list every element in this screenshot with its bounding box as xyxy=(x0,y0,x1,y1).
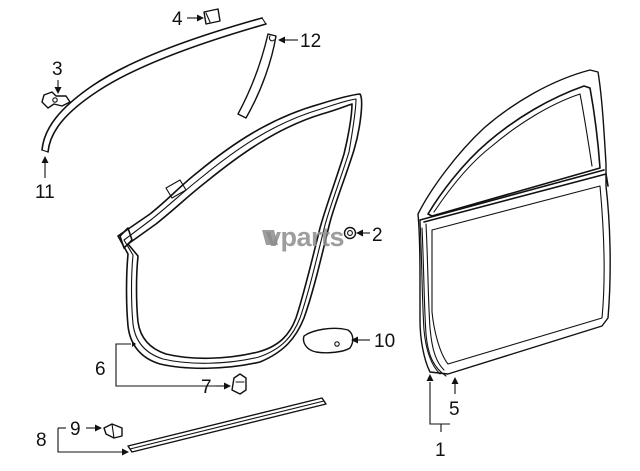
door-opening-weatherstrip-part-6 xyxy=(117,93,363,370)
cover-part-10 xyxy=(302,327,354,354)
callout-5: 5 xyxy=(449,399,460,420)
callout-9: 9 xyxy=(70,419,81,440)
door-weatherstrip-part-5 xyxy=(421,227,447,377)
callout-8: 8 xyxy=(36,430,47,451)
callout-6: 6 xyxy=(95,359,106,380)
watermark-logo: vparts xyxy=(262,222,345,252)
callout-labels: 4 12 3 11 2 10 6 7 9 8 5 1 xyxy=(35,9,460,461)
callout-12: 12 xyxy=(300,31,321,52)
clip-part-9 xyxy=(103,423,123,439)
bracket-part-3 xyxy=(41,91,71,109)
leader-lines xyxy=(41,14,459,456)
callout-10: 10 xyxy=(374,331,395,352)
roof-weatherstrip-part-11 xyxy=(41,17,267,153)
callout-2: 2 xyxy=(372,225,383,246)
moulding-strip-part-8 xyxy=(127,397,327,453)
clip-part-4 xyxy=(203,8,221,25)
watermark-text: vparts xyxy=(266,222,344,252)
pillar-trim-part-12 xyxy=(237,33,277,119)
callout-11: 11 xyxy=(35,182,55,203)
callout-4: 4 xyxy=(172,9,183,30)
clip-part-7 xyxy=(231,373,247,395)
callout-1: 1 xyxy=(435,440,446,461)
callout-3: 3 xyxy=(52,59,63,80)
callout-7: 7 xyxy=(201,377,212,398)
door-shell-part-1 xyxy=(417,69,611,375)
bumper-part-2 xyxy=(343,226,357,240)
